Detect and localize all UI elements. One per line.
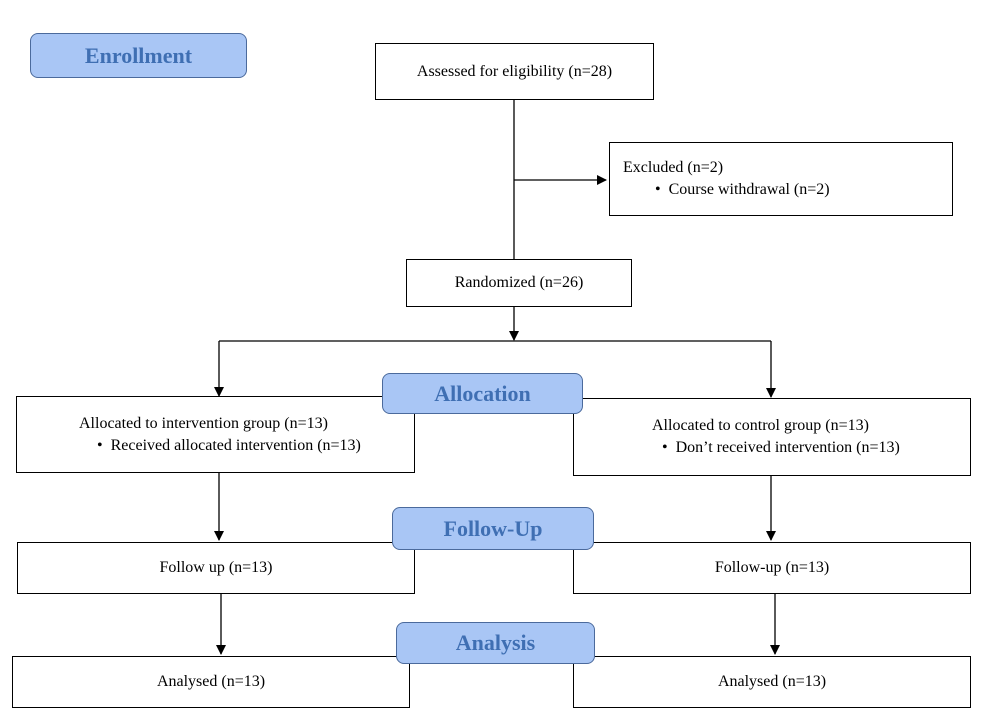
excluded-title: Excluded (n=2)	[623, 159, 724, 176]
followup-right-box: Follow-up (n=13)	[573, 542, 971, 594]
intervention-bullet-text: Received allocated intervention (n=13)	[110, 436, 361, 454]
followup-right-label: Follow-up (n=13)	[714, 559, 830, 576]
assessed-label: Assessed for eligibility (n=28)	[416, 62, 613, 80]
stage-analysis-label: Analysis	[455, 630, 536, 655]
stage-allocation: Allocation	[382, 373, 583, 414]
stage-enrollment: Enrollment	[30, 33, 247, 78]
stage-follow-up-label: Follow-Up	[443, 515, 543, 541]
assessed-box: Assessed for eligibility (n=28)	[375, 43, 654, 100]
followup-left-box: Follow up (n=13)	[17, 542, 415, 594]
stage-enrollment-label: Enrollment	[84, 42, 193, 68]
excluded-bullet-text: Course withdrawal (n=2)	[668, 181, 830, 198]
stage-analysis: Analysis	[396, 622, 595, 664]
analysed-left-label: Analysed (n=13)	[156, 673, 266, 690]
control-title: Allocated to control group (n=13)	[652, 417, 869, 434]
analysed-right-box: Analysed (n=13)	[573, 656, 971, 708]
control-bullet-text: Don’t received intervention (n=13)	[675, 439, 900, 456]
control-box: Allocated to control group (n=13) • Don’t…	[573, 398, 971, 476]
randomized-box: Randomized (n=26)	[406, 259, 632, 307]
analysed-left-box: Analysed (n=13)	[12, 656, 410, 708]
bullet-icon: •	[662, 439, 668, 456]
control-bullet-item: • Don’t received intervention (n=13)	[652, 437, 970, 459]
randomized-label: Randomized (n=26)	[454, 274, 584, 291]
excluded-bullet-item: • Course withdrawal (n=2)	[623, 179, 952, 201]
stage-follow-up: Follow-Up	[392, 507, 594, 550]
stage-allocation-label: Allocation	[434, 380, 531, 406]
intervention-box: Allocated to intervention group (n=13) •…	[16, 396, 415, 473]
intervention-bullet-item: • Received allocated intervention (n=13)	[79, 435, 414, 457]
bullet-icon: •	[655, 181, 661, 198]
bullet-icon: •	[97, 436, 103, 454]
analysed-right-label: Analysed (n=13)	[717, 673, 827, 690]
followup-left-label: Follow up (n=13)	[159, 559, 273, 576]
intervention-title: Allocated to intervention group (n=13)	[79, 414, 328, 432]
excluded-box: Excluded (n=2) • Course withdrawal (n=2)	[609, 142, 953, 216]
